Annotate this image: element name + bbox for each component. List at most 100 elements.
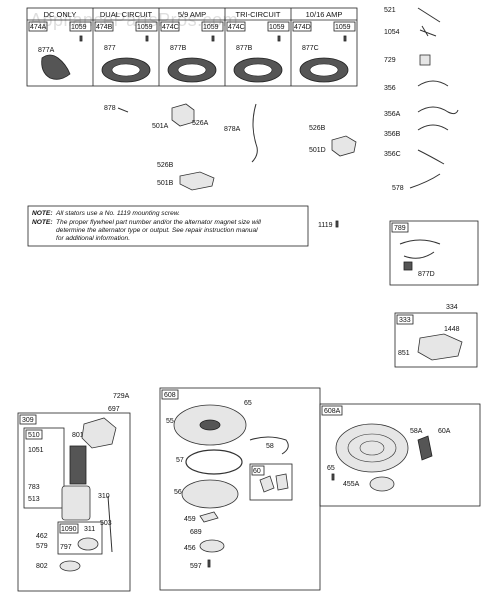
kit-474D: 474D xyxy=(294,24,311,31)
part-333-icon xyxy=(417,333,463,361)
part-501A-icon xyxy=(171,103,195,127)
label-501D: 501D xyxy=(309,147,326,154)
label-729: 729 xyxy=(384,57,396,64)
label-60: 60 xyxy=(253,468,261,475)
label-526B-b: 526B xyxy=(157,162,174,169)
header-dual-circuit: DUAL CIRCUIT xyxy=(100,10,153,19)
label-1448: 1448 xyxy=(444,326,460,333)
label-797: 797 xyxy=(60,544,72,551)
stator-877B: 877B xyxy=(170,45,187,52)
part-802-icon xyxy=(59,560,81,572)
label-311: 311 xyxy=(84,526,95,533)
note-2: NOTE:The proper flywheel part number and… xyxy=(32,219,261,242)
part-56-pulley-icon xyxy=(181,479,239,509)
label-309: 309 xyxy=(22,417,34,424)
label-356: 356 xyxy=(384,85,396,92)
label-1054: 1054 xyxy=(384,29,400,36)
label-789: 789 xyxy=(394,225,406,232)
label-851: 851 xyxy=(398,350,410,357)
right-column-parts: 521 1054 729 356 356A 356B 356C 578 xyxy=(384,7,459,192)
label-608A: 608A xyxy=(324,408,341,415)
label-60A: 60A xyxy=(438,428,451,435)
label-57: 57 xyxy=(176,457,184,464)
label-501A: 501A xyxy=(152,123,169,130)
part-356-icon xyxy=(417,80,449,87)
header-10-16-amp: 10/16 AMP xyxy=(306,10,343,19)
label-56: 56 xyxy=(174,489,182,496)
label-65-b: 65 xyxy=(327,465,335,472)
part-356C-icon xyxy=(417,149,445,165)
screw-1059-e: 1059 xyxy=(335,24,351,31)
note-1: NOTE:All stators use a No. 1119 mounting… xyxy=(32,210,180,217)
label-729A: 729A xyxy=(113,393,130,400)
part-455A-icon xyxy=(369,476,395,492)
label-526B-a: 526B xyxy=(309,125,326,132)
label-310: 310 xyxy=(98,493,110,500)
part-501D-icon xyxy=(331,135,357,157)
label-356A: 356A xyxy=(384,111,401,118)
label-510: 510 xyxy=(28,432,40,439)
label-689: 689 xyxy=(190,529,202,536)
label-455A: 455A xyxy=(343,481,360,488)
header-tri-circuit: TRI-CIRCUIT xyxy=(236,10,281,19)
stator-877B-b: 877B xyxy=(236,45,253,52)
part-356B-icon xyxy=(417,124,449,131)
kit-474A: 474A xyxy=(30,24,47,31)
screw-1059-d: 1059 xyxy=(269,24,285,31)
screw-1059-a: 1059 xyxy=(71,24,87,31)
part-58-icon xyxy=(249,436,289,455)
part-878-icon xyxy=(117,107,129,113)
harness-parts: 878 501A 526A 878A 526B 501D 526B 501B xyxy=(104,103,357,191)
label-801: 801 xyxy=(72,432,84,439)
label-58A: 58A xyxy=(410,428,423,435)
label-333: 333 xyxy=(399,317,411,324)
box-789: 789 877D xyxy=(389,220,479,286)
box-608-recoil: 608 65 55 58 57 60 56 459 689 456 597 xyxy=(159,387,321,591)
screw-icon xyxy=(79,35,83,42)
notes-block: NOTE:All stators use a No. 1119 mounting… xyxy=(32,210,294,244)
label-456: 456 xyxy=(184,545,196,552)
label-1090: 1090 xyxy=(61,526,77,533)
box-608A: 608A 58A 60A 65 455A xyxy=(319,403,481,507)
stator-table: DC ONLY DUAL CIRCUIT 5/9 AMP TRI-CIRCUIT… xyxy=(26,7,358,87)
label-503: 503 xyxy=(100,520,112,527)
screw-1059-c: 1059 xyxy=(203,24,219,31)
part-1054-icon xyxy=(419,25,437,37)
label-597: 597 xyxy=(190,563,202,570)
part-729-icon xyxy=(419,54,431,66)
label-579: 579 xyxy=(36,543,48,550)
part-310-icon xyxy=(61,485,91,521)
header-dc-only: DC ONLY xyxy=(44,10,77,19)
screw-1119-icon xyxy=(335,220,339,228)
label-55: 55 xyxy=(166,418,174,425)
box-309-starter: 309 510 801 1051 783 513 310 503 462 579… xyxy=(17,412,131,592)
label-459: 459 xyxy=(184,516,196,523)
label-501B: 501B xyxy=(157,180,174,187)
label-878: 878 xyxy=(104,105,116,112)
header-5-9-amp: 5/9 AMP xyxy=(178,10,206,19)
part-801-icon xyxy=(81,417,117,449)
label-58: 58 xyxy=(266,443,274,450)
label-462: 462 xyxy=(36,533,48,540)
part-521-icon xyxy=(417,7,441,23)
label-697: 697 xyxy=(108,406,120,413)
label-65-a: 65 xyxy=(244,400,252,407)
kit-474C-b: 474C xyxy=(228,24,245,31)
stator-877A: 877A xyxy=(38,47,55,54)
part-60-icon xyxy=(259,473,289,493)
part-456-icon xyxy=(199,539,225,553)
label-783: 783 xyxy=(28,484,40,491)
part-789-icon xyxy=(399,239,441,259)
label-1051: 1051 xyxy=(28,447,44,454)
label-334: 334 xyxy=(446,304,458,311)
box-333: 333 1448 851 xyxy=(394,312,478,368)
part-578-icon xyxy=(409,173,441,189)
label-878A: 878A xyxy=(224,126,241,133)
part-878A-icon xyxy=(251,103,258,163)
part-356A-icon xyxy=(417,106,459,115)
label-802: 802 xyxy=(36,563,48,570)
label-608: 608 xyxy=(164,392,176,399)
stator-877: 877 xyxy=(104,45,116,52)
kit-474C: 474C xyxy=(162,24,179,31)
